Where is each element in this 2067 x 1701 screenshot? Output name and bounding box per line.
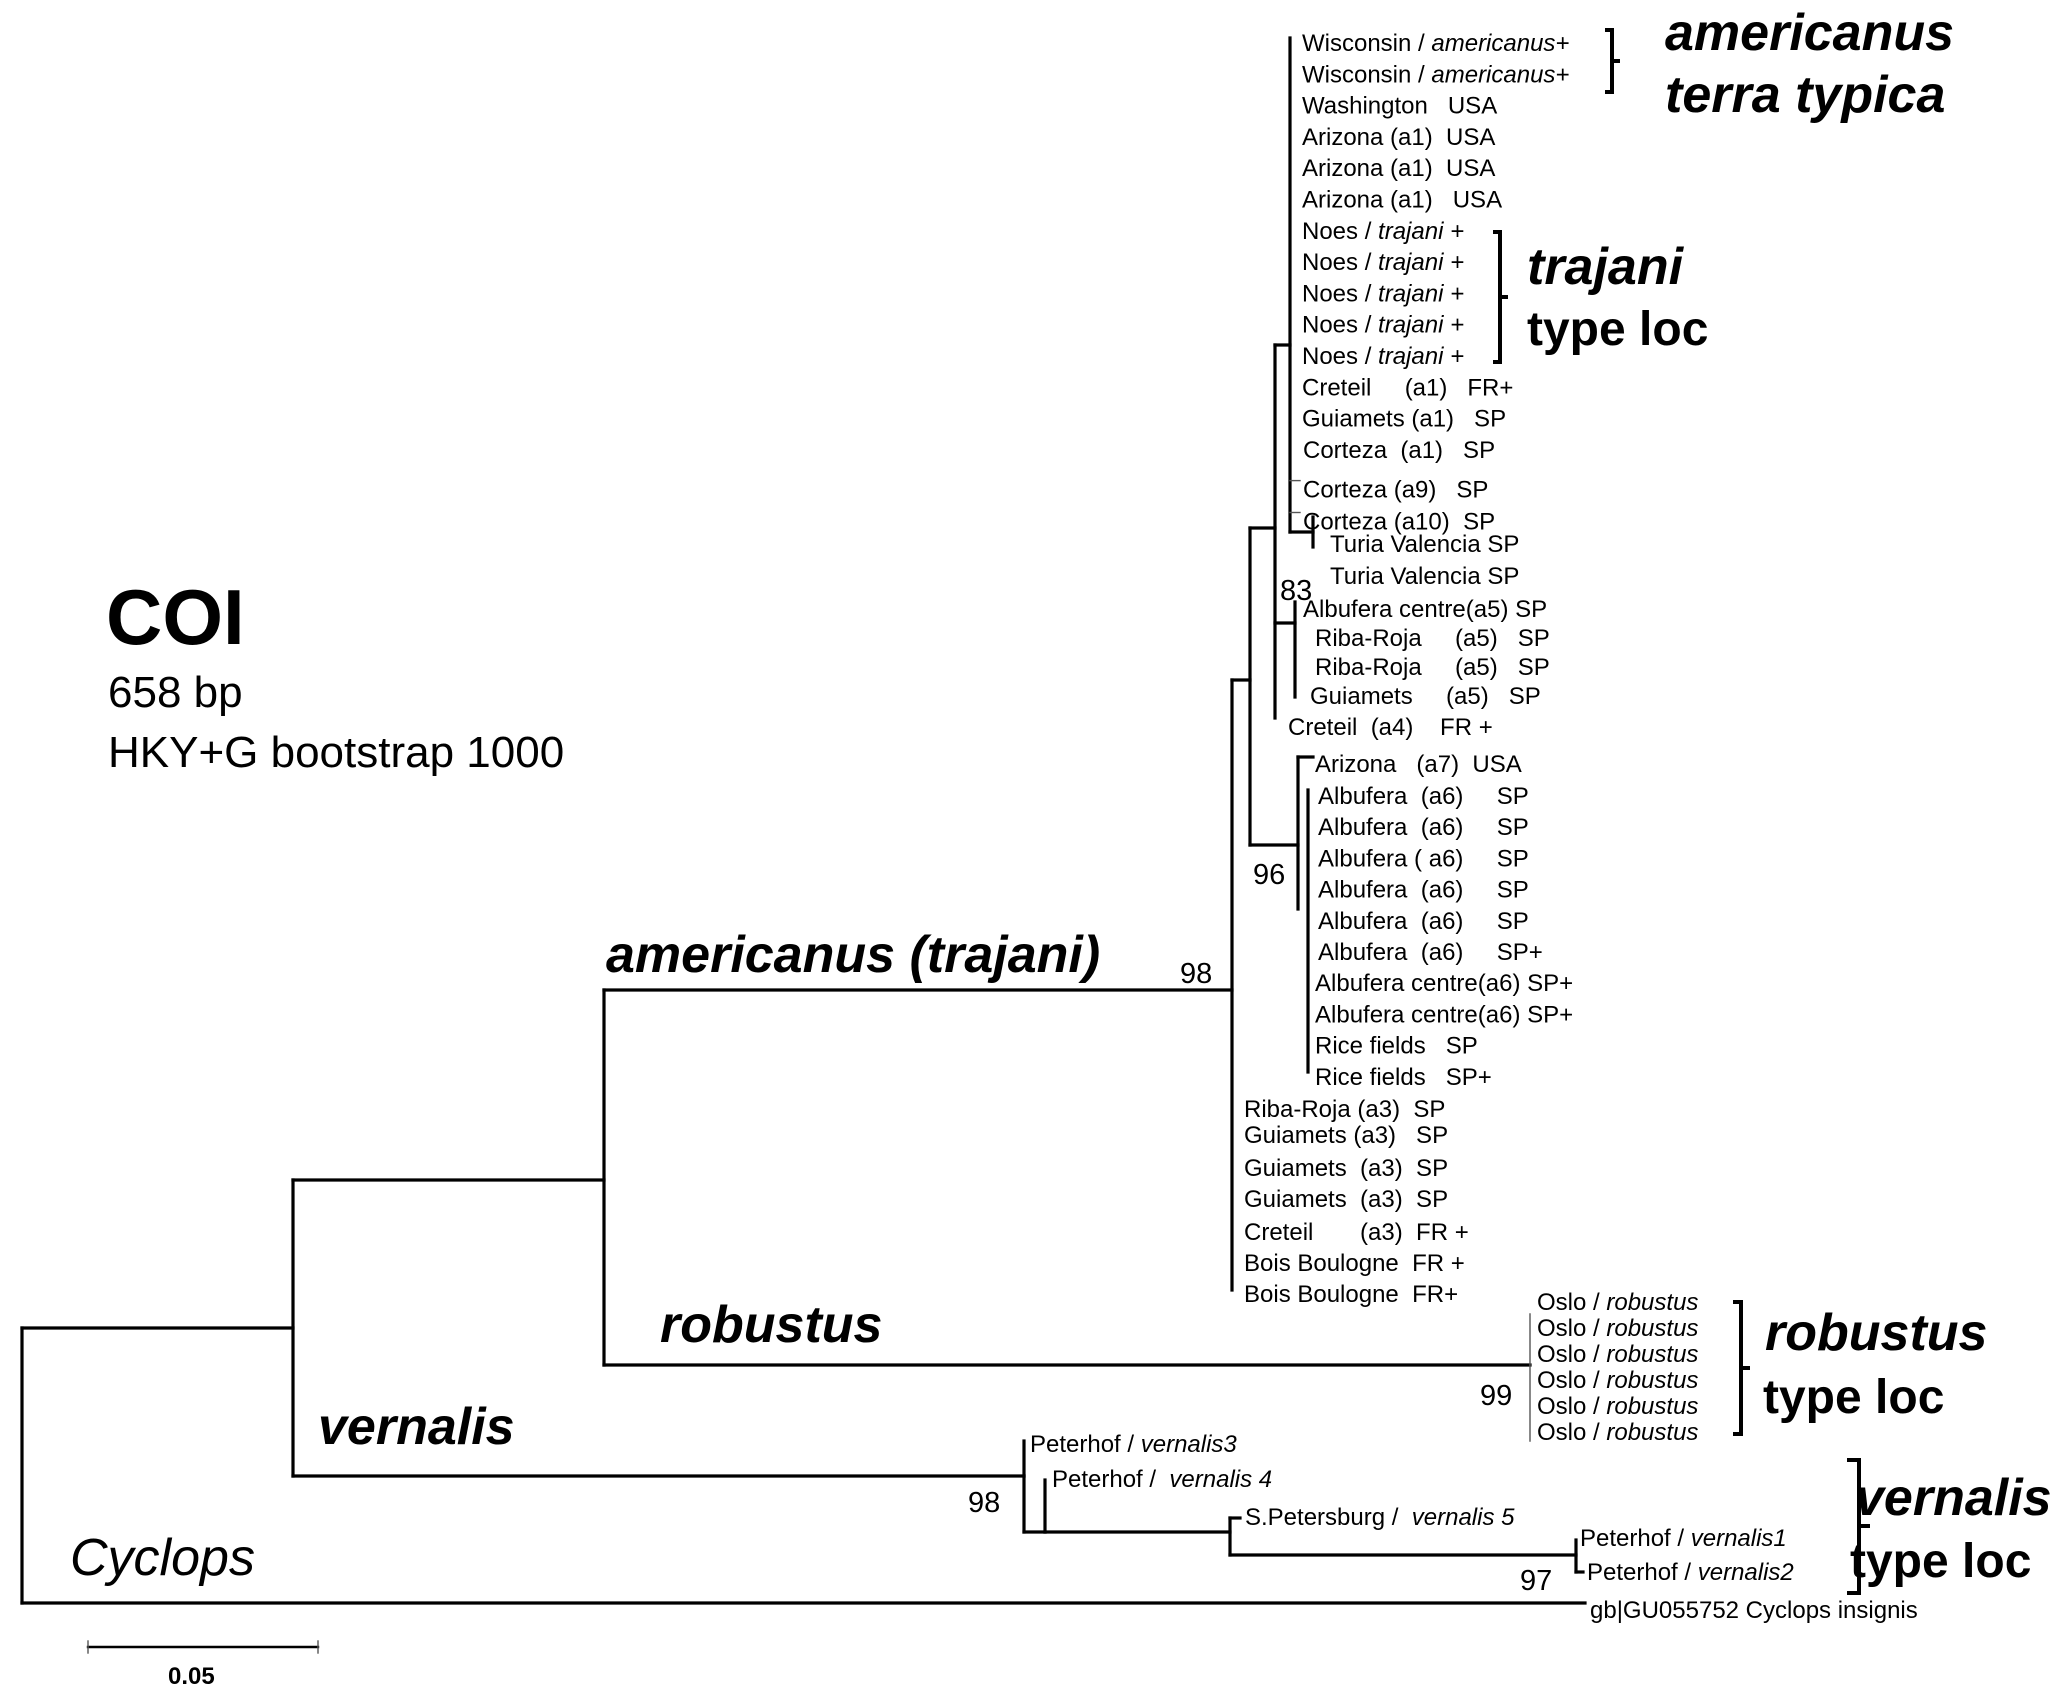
leaf-label: Noes / trajani + [1302, 249, 1464, 276]
leaf-label: Albufera centre(a6) SP+ [1315, 970, 1573, 997]
leaf-label: Turia Valencia SP [1330, 531, 1519, 558]
bootstrap-vernalis: 98 [968, 1487, 1000, 1519]
leaf-label: Wisconsin / americanus+ [1302, 30, 1569, 57]
bootstrap-node83: 83 [1280, 575, 1312, 607]
leaf-label: gb|GU055752 Cyclops insignis [1590, 1597, 1918, 1624]
leaf-label: Albufera centre(a5) SP [1303, 596, 1547, 623]
leaf-label: Riba-Roja (a3) SP [1244, 1096, 1445, 1123]
leaf-label: Oslo / robustus [1537, 1393, 1698, 1420]
leaf-label: Noes / trajani + [1302, 312, 1464, 339]
leaf-label: Oslo / robustus [1537, 1289, 1698, 1316]
type-label-robustus-typeloc: type loc [1763, 1371, 1944, 1424]
leaf-label: Guiamets (a3) SP [1244, 1155, 1448, 1182]
leaf-label: Rice fields SP [1315, 1033, 1478, 1060]
leaf-label: Oslo / robustus [1537, 1341, 1698, 1368]
leaf-label: Oslo / robustus [1537, 1367, 1698, 1394]
leaf-label: Corteza (a1) SP [1303, 437, 1495, 464]
leaf-label: Creteil (a4) FR + [1288, 714, 1493, 741]
type-label-trajani-typeloc: type loc [1527, 303, 1708, 356]
leaf-label: Arizona (a1) USA [1302, 124, 1495, 151]
bootstrap-node96: 96 [1253, 859, 1285, 891]
leaf-label: Creteil (a3) FR + [1244, 1219, 1469, 1246]
leaf-label: Corteza (a10) SP [1303, 509, 1495, 536]
leaf-label: Noes / trajani + [1302, 218, 1464, 245]
bootstrap-robustus: 99 [1480, 1380, 1512, 1412]
type-label-vernalis-typeloc: type loc [1850, 1535, 2031, 1588]
leaf-label: Bois Boulogne FR+ [1244, 1281, 1458, 1308]
type-label-trajani: trajani [1527, 238, 1685, 296]
leaf-label: Peterhof / vernalis2 [1587, 1559, 1794, 1586]
figure-title: COI [106, 573, 245, 661]
type-label-robustus: robustus [1765, 1304, 1987, 1362]
leaf-label: Riba-Roja (a5) SP [1315, 654, 1550, 681]
bracket-vernalis [1847, 1458, 1870, 1595]
leaf-label: S.Petersburg / vernalis 5 [1245, 1504, 1515, 1531]
type-label-terra-typica: terra typica [1665, 66, 1945, 124]
leaf-label: Albufera (a6) SP [1318, 814, 1529, 841]
clade-label-vernalis: vernalis [318, 1398, 515, 1456]
leaf-label: Albufera centre(a6) SP+ [1315, 1001, 1573, 1028]
leaf-label: Peterhof / vernalis3 [1030, 1431, 1237, 1458]
leaf-label: Corteza (a9) SP [1303, 477, 1488, 504]
scale-bar-label: 0.05 [168, 1663, 215, 1690]
leaf-label: Riba-Roja (a5) SP [1315, 625, 1550, 652]
leaf-label: Albufera (a6) SP [1318, 783, 1529, 810]
leaf-label: Albufera ( a6) SP [1318, 845, 1529, 872]
leaf-label: Wisconsin / americanus+ [1302, 61, 1569, 88]
leaf-labels: Wisconsin / americanus+ Wisconsin / ameri… [1030, 30, 1918, 1624]
clade-label-americanus: americanus (trajani) [606, 926, 1100, 984]
leaf-label: Arizona (a1) USA [1302, 187, 1502, 214]
leaf-label: Noes / trajani + [1302, 343, 1464, 370]
leaf-label: Oslo / robustus [1537, 1315, 1698, 1342]
leaf-label: Arizona (a7) USA [1315, 751, 1522, 778]
leaf-label: Turia Valencia SP [1330, 563, 1519, 590]
bootstrap-vernalis12: 97 [1520, 1565, 1552, 1597]
leaf-label: Peterhof / vernalis1 [1580, 1525, 1787, 1552]
leaf-label: Arizona (a1) USA [1302, 155, 1495, 182]
leaf-label: Guiamets (a3) SP [1244, 1186, 1448, 1213]
clade-brackets [1493, 28, 1870, 1595]
sequence-length: 658 bp [108, 668, 243, 717]
leaf-label: Guiamets (a1) SP [1302, 406, 1506, 433]
leaf-label: Albufera (a6) SP [1318, 908, 1529, 935]
leaf-label: Creteil (a1) FR+ [1302, 374, 1513, 401]
type-label-vernalis: vernalis [1855, 1469, 2052, 1527]
leaf-label: Bois Boulogne FR + [1244, 1250, 1465, 1277]
leaf-label: Rice fields SP+ [1315, 1064, 1492, 1091]
bracket-robustus [1733, 1300, 1750, 1436]
bracket-americanus-terra [1605, 28, 1620, 94]
tree-branches [20, 36, 1587, 1654]
clade-label-robustus: robustus [660, 1296, 882, 1354]
method-label: HKY+G bootstrap 1000 [108, 728, 565, 777]
clade-label-cyclops: Cyclops [70, 1529, 255, 1587]
bracket-trajani [1493, 230, 1508, 364]
type-label-americanus: americanus [1665, 4, 1954, 62]
bootstrap-americanus: 98 [1180, 958, 1212, 990]
leaf-label: Oslo / robustus [1537, 1419, 1698, 1446]
leaf-label: Albufera (a6) SP [1318, 877, 1529, 904]
leaf-label: Albufera (a6) SP+ [1318, 939, 1543, 966]
leaf-label: Guiamets (a3) SP [1244, 1122, 1448, 1149]
leaf-label: Peterhof / vernalis 4 [1052, 1466, 1272, 1493]
leaf-label: Noes / trajani + [1302, 280, 1464, 307]
leaf-label: Guiamets (a5) SP [1310, 683, 1541, 710]
leaf-label: Washington USA [1302, 93, 1497, 120]
